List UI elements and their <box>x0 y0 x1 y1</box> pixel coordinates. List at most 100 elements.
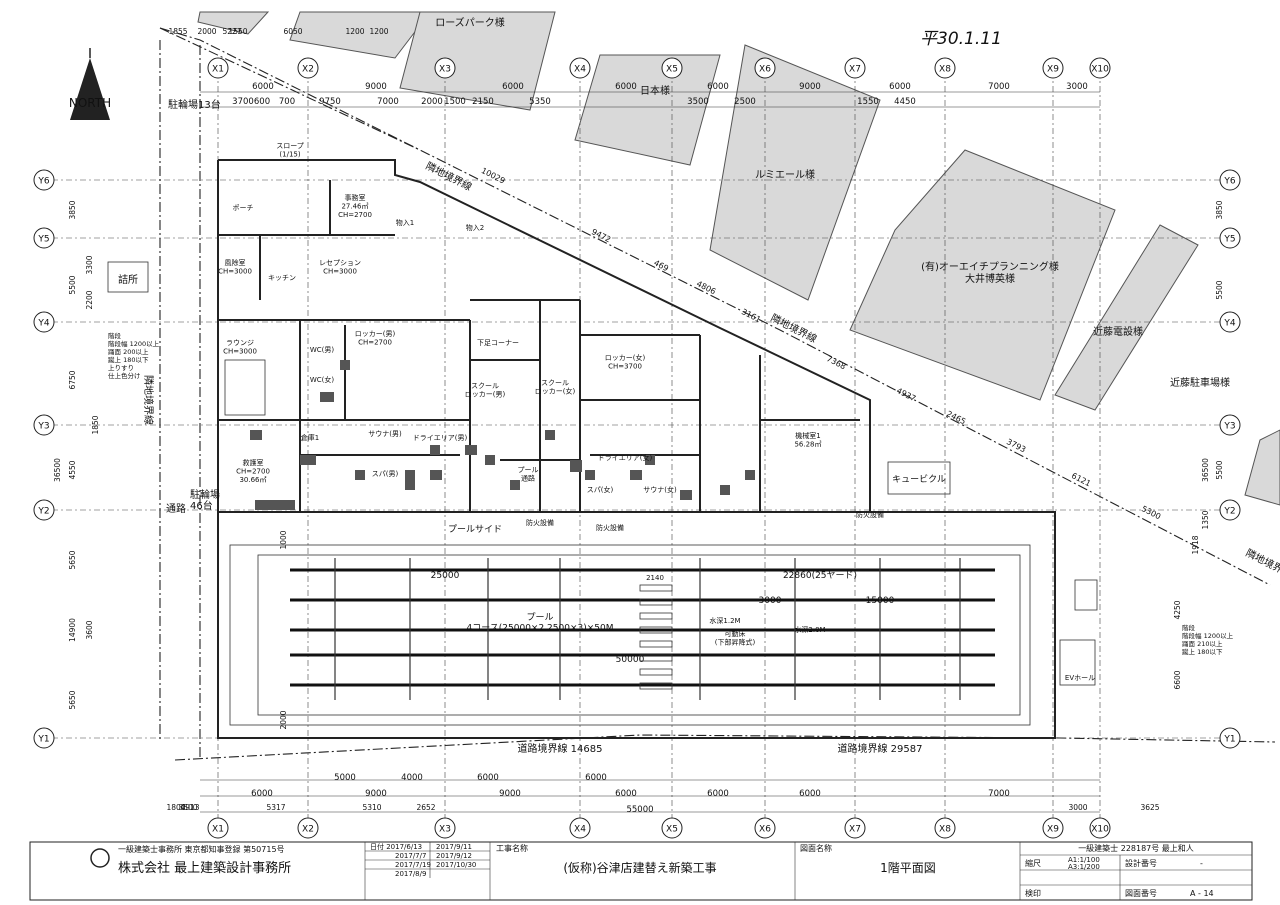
firm-name: 株式会社 最上建築設計事務所 <box>118 860 291 876</box>
room-label: 下足コーナー <box>477 339 519 347</box>
grid-markers: X1X1X2X2X3X3X4X4X5X5X6X6X7X7X8X8X9X9X10X… <box>33 57 1241 839</box>
grid-marker-circle <box>754 817 776 839</box>
neighbor-buildings <box>197 11 1280 506</box>
dimension-top: 7000 <box>988 82 1010 92</box>
grid-marker-circle <box>1219 727 1241 749</box>
grid-label-y: Y6 <box>1223 177 1235 187</box>
dimension-top-misc: 1550 <box>228 27 247 36</box>
handwritten-date: 平30.1.11 <box>920 29 1002 49</box>
room-label: 水深2.0M <box>794 625 825 634</box>
grid-label-x: X4 <box>574 825 586 835</box>
fixture-block <box>630 470 642 480</box>
dimension-bottom-misc: 5317 <box>266 803 285 812</box>
stair-note-left: 階段階段幅 1200以上踊面 200以上蹴上 180以下上りすり仕上色分け <box>108 331 160 380</box>
grid-label-y: Y1 <box>1223 735 1235 745</box>
grid-marker-circle <box>844 57 866 79</box>
room-label: スロープ(1/15) <box>276 142 304 159</box>
title-block: 一級建築士事務所 東京都知事登録 第50715号 株式会社 最上建築設計事務所 … <box>29 841 1253 901</box>
room-label: EVホール <box>1065 674 1095 682</box>
dimension-bottom-misc: 2652 <box>416 803 435 812</box>
scale-label: 縮尺 <box>1025 858 1041 868</box>
dimension-bottom-misc: 3500 <box>178 803 197 812</box>
room-label: スクールロッカー(男) <box>465 382 506 399</box>
date-entry: 2017/7/19 <box>395 861 431 869</box>
dimension-top: 2000 <box>421 97 443 107</box>
drawing-name: 1階平面図 <box>880 860 936 875</box>
grid-label-x: X9 <box>1047 65 1059 75</box>
guard-booth <box>107 261 149 293</box>
grid-marker-circle <box>844 817 866 839</box>
dimension-right: 36500 <box>1201 458 1210 482</box>
grid-marker-circle <box>33 727 55 749</box>
grid-marker-circle <box>33 227 55 249</box>
dimension-top: 6000 <box>502 82 524 92</box>
dimension-bottom-misc: 4913 <box>180 803 199 812</box>
dimension-top: 3000 <box>1066 82 1088 92</box>
grid-label-y: Y4 <box>1223 319 1235 329</box>
dimension-right: 4250 <box>1173 600 1182 619</box>
neighbor-label: ルミエール様 <box>755 168 815 181</box>
grid-marker-circle <box>297 817 319 839</box>
movable-floor-bar <box>639 612 673 620</box>
movable-floor-bar <box>639 654 673 662</box>
movable-floor-bar <box>639 640 673 648</box>
dimension-bottom-misc: 3000 <box>1068 803 1087 812</box>
dimension-bottom: 6000 <box>615 789 637 799</box>
project-name: (仮称)谷津店建替え新築工事 <box>563 860 716 875</box>
site-boundaries <box>159 27 1276 761</box>
firm-logo-icon <box>90 848 110 868</box>
grid-label-x: X1 <box>212 65 224 75</box>
grid-label-x: X2 <box>302 65 314 75</box>
fixture-block <box>680 490 692 500</box>
dimension-bottom: 4000 <box>401 773 423 783</box>
dimension-bottom: 6000 <box>251 789 273 799</box>
grid-marker-circle <box>1089 57 1111 79</box>
room-label: ドライエリア(男) <box>413 434 468 442</box>
grid-marker-circle <box>1219 311 1241 333</box>
room-label: 物入2 <box>466 223 484 232</box>
date-entry: 2017/9/12 <box>436 852 472 860</box>
dimension-top: 7000 <box>377 97 399 107</box>
room-label: 物入1 <box>396 218 414 227</box>
grid-label-x: X3 <box>439 65 451 75</box>
dimension-top: 6000 <box>615 82 637 92</box>
architect-credit: 一級建築士 228187号 最上和人 <box>1078 843 1194 853</box>
grid-label-y: Y3 <box>1223 422 1235 432</box>
grid-label-x: X10 <box>1091 65 1109 75</box>
date-entry: 2017/7/7 <box>395 852 426 860</box>
neighbor-label: (有)オーエイチプランニング様大井博英様 <box>921 260 1059 285</box>
grid-marker-circle <box>434 57 456 79</box>
fixture-block <box>320 392 334 402</box>
fixture-block <box>745 470 755 480</box>
room-label: スパ(女) <box>587 485 614 494</box>
grid-marker-circle <box>1219 169 1241 191</box>
boundary-label: 道路境界線 14685 <box>518 742 603 755</box>
neighbor-building <box>289 11 432 59</box>
stair-note-right: 階段階段幅 1200以上踊面 210以上蹴上 180以下 <box>1182 623 1234 656</box>
dimension-left: 36500 <box>53 458 62 482</box>
room-label: ポーチ <box>233 204 254 212</box>
north-arrow: NORTH <box>69 48 111 120</box>
grid-label-y: Y4 <box>37 319 49 329</box>
room-label: 可動床(下部昇降式) <box>715 629 756 647</box>
dimension-right: 5500 <box>1215 460 1224 479</box>
grid-label-x: X2 <box>302 825 314 835</box>
dimension-right: 5500 <box>1215 280 1224 299</box>
movable-floor-bar <box>639 626 673 634</box>
fixture-block <box>340 360 350 370</box>
dimension-left: 5650 <box>68 550 77 569</box>
neighbor-building <box>197 11 270 35</box>
dimension-top: 1500 <box>444 97 466 107</box>
dimension-top: 6000 <box>252 82 274 92</box>
grid-label-x: X8 <box>939 65 951 75</box>
dimension-top-misc: 5227 <box>222 27 241 36</box>
date-entry: 2017/10/30 <box>436 861 476 869</box>
dimension-top: 3700 <box>232 97 254 107</box>
date-entry: 2017/8/9 <box>395 870 426 878</box>
room-label: 3000 <box>759 596 782 606</box>
design-number-label: 設計番号 <box>1125 858 1157 868</box>
grid-label-x: X8 <box>939 825 951 835</box>
dimension-top: 5350 <box>529 97 551 107</box>
